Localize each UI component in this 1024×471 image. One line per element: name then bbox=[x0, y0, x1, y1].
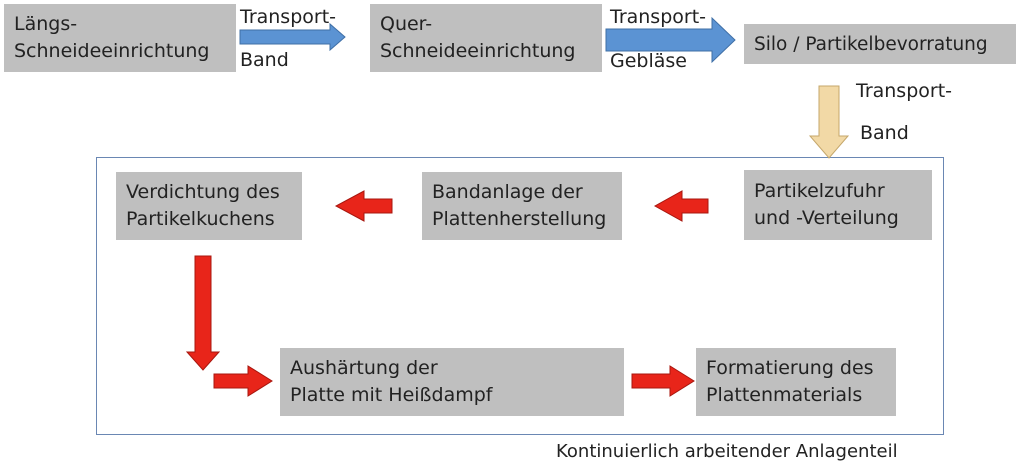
frame-caption: Kontinuierlich arbeitender Anlagenteil bbox=[556, 441, 898, 462]
box-bandanlage: Bandanlage der Plattenherstellung bbox=[422, 172, 622, 240]
arrow-aushaertung-to-formatierung bbox=[631, 365, 695, 397]
box-aushaertung: Aushärtung der Platte mit Heißdampf bbox=[280, 348, 624, 416]
arrow-transport-band-1 bbox=[239, 22, 346, 52]
arrow-transport-geblaese bbox=[605, 16, 736, 64]
box-silo-partikelbevorratung: Silo / Partikelbevorratung bbox=[744, 24, 1016, 64]
box-line: Platte mit Heißdampf bbox=[290, 384, 493, 406]
box-line: Verdichtung des bbox=[126, 181, 280, 203]
box-quer-schneideeinrichtung: Quer- Schneideeinrichtung bbox=[370, 4, 602, 72]
box-line: Schneideeinrichtung bbox=[14, 40, 210, 62]
box-partikelzufuhr: Partikelzufuhr und -Verteilung bbox=[744, 170, 932, 240]
arrow-transport-band-2 bbox=[808, 85, 850, 159]
box-line: Formatierung des bbox=[706, 357, 874, 379]
box-line: und -Verteilung bbox=[754, 207, 899, 229]
box-line: Silo / Partikelbevorratung bbox=[754, 33, 988, 55]
box-line: Aushärtung der bbox=[290, 357, 438, 379]
arrow-zufuhr-to-bandanlage bbox=[653, 190, 709, 222]
box-line: Längs- bbox=[14, 13, 78, 35]
arrow-bandanlage-to-verdichtung bbox=[334, 190, 393, 222]
label-transport-geblaese: Transport- bbox=[610, 6, 706, 28]
label-line: Transport- bbox=[610, 6, 707, 28]
label-line: Band bbox=[240, 49, 289, 71]
label-line: Transport- bbox=[240, 6, 337, 28]
box-line: Bandanlage der bbox=[432, 181, 583, 203]
label-transport-band-1: Transport- bbox=[240, 6, 336, 28]
box-line: Quer- bbox=[380, 13, 433, 35]
box-formatierung: Formatierung des Plattenmaterials bbox=[696, 348, 896, 416]
label-line: Transport- bbox=[856, 80, 953, 102]
arrow-to-aushaertung bbox=[213, 365, 273, 397]
box-line: Partikelkuchens bbox=[126, 208, 275, 230]
label-transport-band-2: Transport- bbox=[856, 80, 952, 102]
label-transport-band-2-bottom: Band bbox=[860, 122, 909, 144]
box-line: Partikelzufuhr bbox=[754, 180, 885, 202]
continuous-section-frame bbox=[96, 157, 944, 435]
label-transport-geblaese-bottom: Gebläse bbox=[610, 50, 687, 72]
label-line: Gebläse bbox=[610, 50, 687, 72]
label-transport-band-1-bottom: Band bbox=[240, 49, 289, 71]
box-line: Plattenmaterials bbox=[706, 384, 863, 406]
box-line: Plattenherstellung bbox=[432, 208, 607, 230]
box-laengs-schneideeinrichtung: Längs- Schneideeinrichtung bbox=[4, 4, 236, 72]
box-line: Schneideeinrichtung bbox=[380, 40, 576, 62]
label-line: Band bbox=[860, 122, 909, 144]
arrow-verdichtung-down bbox=[185, 255, 221, 371]
box-verdichtung: Verdichtung des Partikelkuchens bbox=[116, 172, 302, 240]
